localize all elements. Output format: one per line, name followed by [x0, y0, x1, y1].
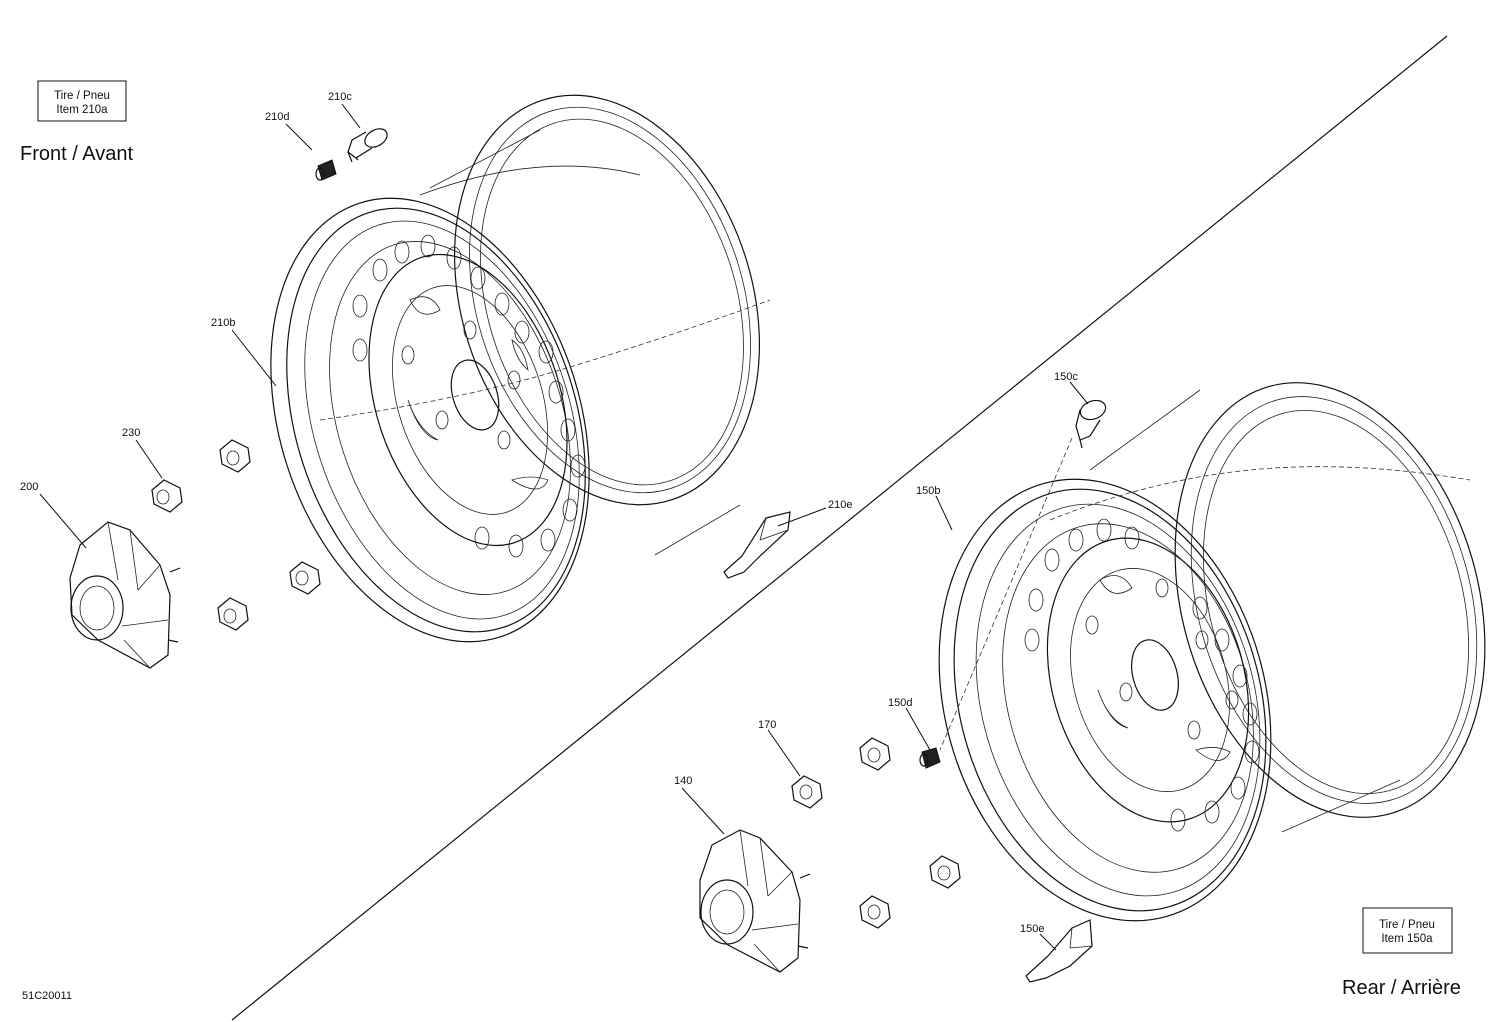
rear-valve-axis [939, 437, 1073, 751]
leader-200 [39, 493, 87, 549]
leader-150d [905, 707, 931, 751]
front-valve-core [315, 159, 337, 181]
front-tire-note: Tire / Pneu Item 210a [37, 80, 127, 122]
front-tire-note-line1: Tire / Pneu [54, 90, 110, 102]
front-wheel-rim [270, 94, 771, 643]
leader-140 [681, 787, 725, 835]
rear-lug-nut-2 [791, 775, 823, 809]
callout-210c: 210c [328, 91, 352, 103]
leader-210d [285, 123, 313, 151]
rear-lug-nut-1 [859, 737, 891, 771]
callout-150d: 150d [888, 697, 912, 709]
callout-150e: 150e [1020, 923, 1044, 935]
rear-tire-note: Tire / Pneu Item 150a [1362, 907, 1453, 954]
drawing-code: 51C20011 [22, 990, 72, 1002]
front-lug-nut-2 [151, 479, 183, 513]
section-divider-line [231, 35, 1448, 1021]
front-valve-stem [347, 128, 388, 163]
rear-lug-nut-4 [859, 895, 891, 929]
rear-tire-note-line1: Tire / Pneu [1379, 919, 1435, 931]
front-tire-note-line2: Item 210a [56, 104, 108, 116]
callout-210e: 210e [828, 499, 852, 511]
leader-150b [935, 495, 953, 531]
front-lug-nut-3 [289, 561, 321, 595]
front-lug-nut-4 [217, 597, 249, 631]
callout-210d: 210d [265, 111, 289, 123]
callout-200: 200 [20, 481, 38, 493]
leader-210c [341, 103, 361, 129]
rear-hub-cap [699, 829, 811, 973]
callout-170: 170 [758, 719, 776, 731]
front-lug-nut-1 [219, 439, 251, 473]
callout-140: 140 [674, 775, 692, 787]
rear-wheel-rim [938, 382, 1486, 922]
rear-lug-nut-3 [929, 855, 961, 889]
callout-150c: 150c [1054, 371, 1078, 383]
rear-wheel-weight [1025, 919, 1093, 983]
rear-tire-note-line2: Item 150a [1381, 933, 1433, 945]
leader-210b [231, 329, 277, 387]
rear-valve-stem [1075, 399, 1107, 449]
callout-230: 230 [122, 427, 140, 439]
front-hub-cap [69, 521, 181, 669]
leader-170 [767, 729, 801, 777]
leader-210e [777, 507, 827, 527]
callout-150b: 150b [916, 485, 940, 497]
leader-150e [1039, 933, 1057, 951]
front-wheel-weight [723, 511, 791, 579]
callout-210b: 210b [211, 317, 235, 329]
front-section-title: Front / Avant [20, 143, 133, 165]
leader-230 [135, 439, 163, 479]
rear-section-title: Rear / Arrière [1342, 977, 1461, 999]
rear-valve-core [919, 747, 941, 769]
leader-150c [1069, 381, 1089, 405]
